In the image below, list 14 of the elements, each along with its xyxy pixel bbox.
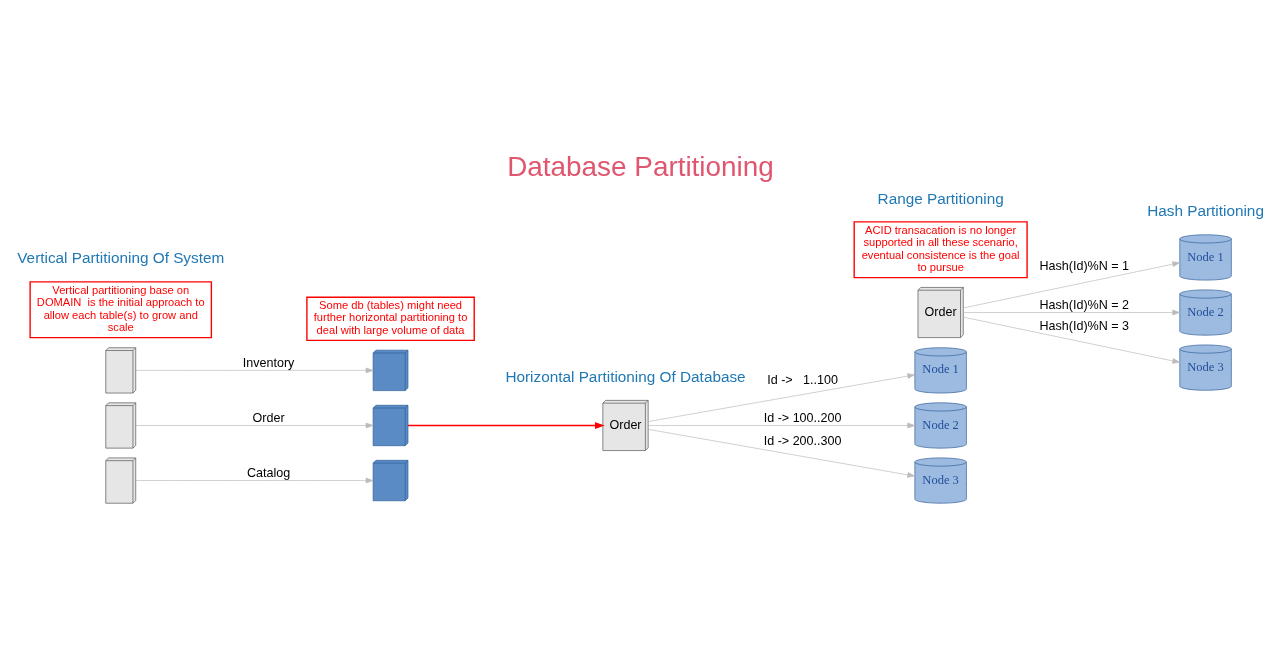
label: Hash Partitioning bbox=[1147, 201, 1264, 219]
edge-label: Hash(Id)%N = 3 bbox=[1039, 318, 1129, 333]
label: Range Partitioning bbox=[877, 189, 1004, 206]
edge-label: Inventory bbox=[242, 355, 295, 369]
edge-label: Hash(Id)%N = 1 bbox=[1039, 258, 1129, 273]
diagram-title: Database Partitioning bbox=[507, 150, 774, 182]
label: Vertical Partitioning Of System bbox=[17, 248, 225, 266]
edge-label: Id -> 1..100 bbox=[767, 372, 838, 387]
edge-label: Hash(Id)%N = 2 bbox=[1039, 297, 1129, 312]
label: Horizontal Partitioning Of Database bbox=[505, 367, 746, 385]
edge-label: Id -> 100..200 bbox=[763, 410, 842, 425]
edge-label: Order bbox=[252, 410, 285, 425]
edge-label: Catalog bbox=[246, 465, 291, 480]
edge-label: Id -> 200..300 bbox=[763, 433, 842, 448]
